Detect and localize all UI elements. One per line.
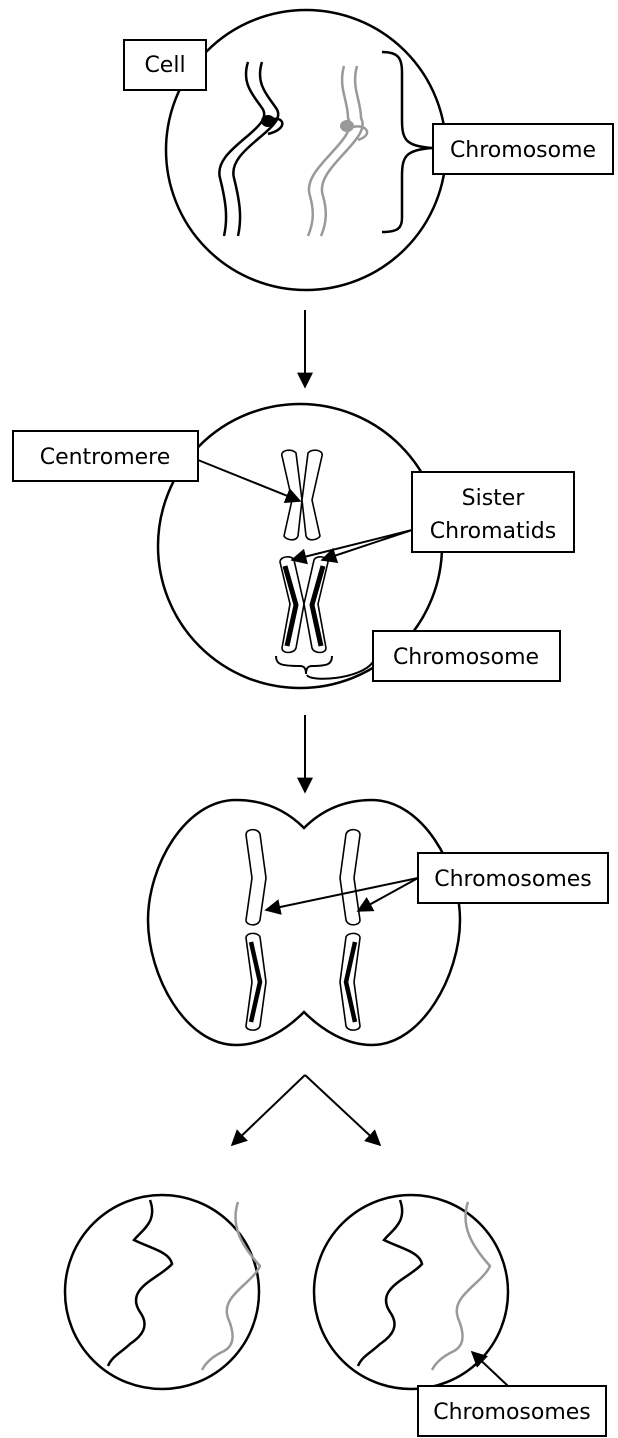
label-centromere: Centromere [13, 431, 198, 481]
stage-2-cell-group: Centromere Sister Chromatids Chromosome [13, 404, 574, 688]
label-chromosome-mid-text: Chromosome [393, 645, 539, 670]
centromere-dot-black [261, 115, 275, 127]
daughter-cell-left [65, 1195, 259, 1389]
cell-dividing [148, 800, 460, 1045]
centromere-dot-gray [340, 120, 354, 132]
label-sister-chromatids: Sister Chromatids [412, 472, 574, 552]
label-sister-line1: Sister [462, 486, 526, 511]
cell-stage-1 [166, 10, 446, 290]
arrow-split-right [305, 1075, 380, 1145]
label-chromosome-top-text: Chromosome [450, 138, 596, 163]
label-chromosome-mid: Chromosome [373, 631, 560, 681]
stage-3-cell-group: Chromosomes [148, 800, 608, 1045]
label-chromosome-top: Chromosome [433, 124, 613, 174]
label-chromosomes-division: Chromosomes [418, 853, 608, 903]
label-sister-line2: Chromatids [430, 519, 556, 544]
daughter-cell-right-group: Chromosomes [314, 1195, 606, 1436]
daughter-cell-right [314, 1195, 508, 1389]
label-cell: Cell [124, 40, 206, 90]
label-cell-text: Cell [144, 53, 185, 78]
arrow-split-left [232, 1075, 305, 1145]
label-chromosomes-division-text: Chromosomes [434, 867, 592, 892]
label-chromosomes-bottom: Chromosomes [418, 1386, 606, 1436]
label-centromere-text: Centromere [40, 445, 171, 470]
stage-1-cell-group: Cell Chromosome [124, 10, 613, 290]
label-chromosomes-bottom-text: Chromosomes [433, 1400, 591, 1425]
leader-chromosomes-bottom [472, 1352, 508, 1386]
daughter-cell-left-group [65, 1195, 260, 1389]
